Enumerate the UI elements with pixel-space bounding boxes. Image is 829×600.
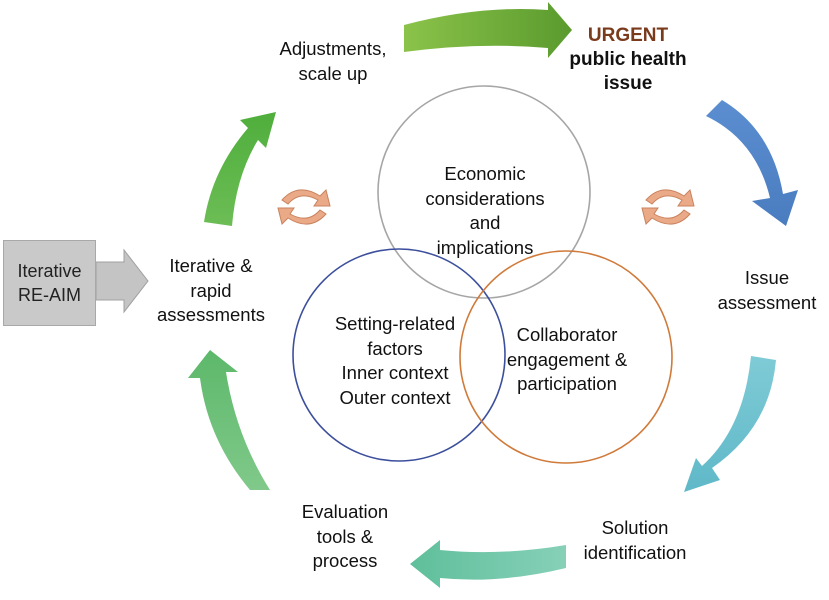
collaborator-label: Collaborator engagement & participation bbox=[506, 324, 628, 394]
iterative-re-aim-label: Iterative RE-AIM bbox=[17, 261, 82, 305]
evaluation-label: Evaluation tools & process bbox=[301, 501, 389, 571]
cycle-icon-left bbox=[277, 189, 331, 225]
adjustments-label: Adjustments, scale up bbox=[279, 38, 387, 84]
arrow-left-top bbox=[204, 112, 276, 226]
cycle-icon-right bbox=[641, 189, 695, 225]
circle-economic bbox=[377, 85, 591, 299]
iterative-re-aim-box: Iterative RE-AIM bbox=[3, 240, 96, 326]
arrow-right-bottom bbox=[684, 356, 776, 492]
urgent-word: URGENT bbox=[587, 25, 669, 46]
arrow-top bbox=[404, 2, 572, 58]
arrow-bottom bbox=[410, 540, 566, 588]
re-aim-arrow bbox=[95, 248, 149, 314]
iterative-assessments-label: Iterative & rapid assessments bbox=[157, 255, 265, 325]
arrow-right-top bbox=[706, 100, 798, 226]
circle-collaborator bbox=[459, 250, 673, 464]
public-health-issue-text: public health issue bbox=[569, 49, 687, 94]
solution-identification-label: Solution identification bbox=[583, 517, 687, 563]
urgent-issue-label: URGENT public health issue bbox=[548, 24, 708, 96]
circle-setting bbox=[292, 248, 506, 462]
issue-assessment-label: Issue assessment bbox=[717, 267, 817, 313]
economic-label: Economic considerations and implications bbox=[425, 163, 545, 258]
setting-label: Setting-related factors Inner context Ou… bbox=[334, 313, 456, 408]
arrow-left-bottom bbox=[188, 350, 270, 490]
